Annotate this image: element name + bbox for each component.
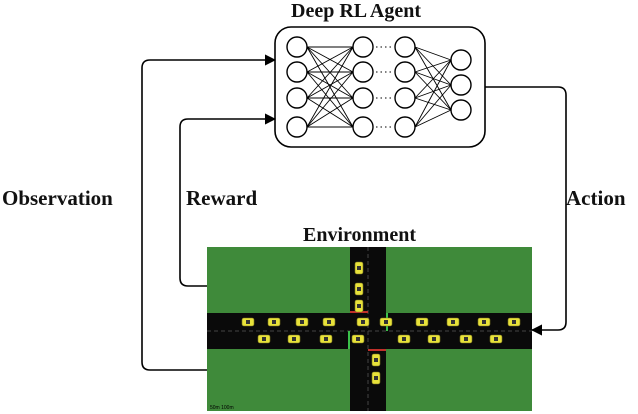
car-window <box>262 337 266 341</box>
car-window <box>357 304 361 308</box>
nn-neuron <box>352 61 374 83</box>
nn-neuron <box>450 74 472 96</box>
nn-neuron <box>352 116 374 138</box>
nn-connection <box>414 46 452 61</box>
car-window <box>246 320 250 324</box>
nn-neuron <box>286 61 308 83</box>
reward-label: Reward <box>186 186 258 210</box>
nn-connection <box>306 97 354 128</box>
neural-network <box>286 36 472 138</box>
environment-scene: 50m 100m <box>207 247 532 411</box>
car-window <box>512 320 516 324</box>
car-window <box>356 337 360 341</box>
car-window <box>420 320 424 324</box>
car-window <box>357 266 361 270</box>
car-window <box>374 376 378 380</box>
car-window <box>327 320 331 324</box>
nn-neuron <box>450 99 472 121</box>
nn-neuron <box>352 36 374 58</box>
nn-neuron <box>394 116 416 138</box>
environment-title: Environment <box>303 224 416 246</box>
action-arrow <box>485 86 567 336</box>
nn-connection <box>306 46 354 128</box>
vehicles <box>241 261 521 385</box>
agent-title: Deep RL Agent <box>291 0 421 22</box>
nn-neuron <box>394 87 416 109</box>
car-window <box>494 337 498 341</box>
car-window <box>451 320 455 324</box>
nn-neuron <box>286 87 308 109</box>
nn-connection <box>306 46 354 73</box>
nn-connection <box>414 84 452 99</box>
car-window <box>482 320 486 324</box>
action-label: Action <box>566 186 626 210</box>
nn-connection <box>414 59 452 73</box>
car-window <box>464 337 468 341</box>
nn-connection <box>306 46 354 99</box>
nn-connection <box>414 59 452 128</box>
nn-connection <box>306 71 354 99</box>
nn-neuron <box>394 36 416 58</box>
car-window <box>324 337 328 341</box>
car-window <box>272 320 276 324</box>
nn-connection <box>306 71 354 128</box>
nn-connection <box>414 59 452 99</box>
reward-arrow <box>179 113 277 287</box>
nn-connection <box>414 97 452 111</box>
nn-connection <box>414 71 452 111</box>
car-window <box>357 287 361 291</box>
nn-neuron <box>286 116 308 138</box>
nn-neuron <box>352 87 374 109</box>
nn-neuron <box>450 49 472 71</box>
car-window <box>292 337 296 341</box>
observation-arrow <box>141 54 277 371</box>
car-window <box>300 320 304 324</box>
car-window <box>402 337 406 341</box>
car-window <box>374 358 378 362</box>
nn-connection <box>414 84 452 128</box>
car-window <box>432 337 436 341</box>
car-window <box>361 320 365 324</box>
car-window <box>384 320 388 324</box>
nn-neuron <box>394 61 416 83</box>
nn-neuron <box>286 36 308 58</box>
scale-text: 50m 100m <box>210 405 234 411</box>
observation-label: Observation <box>2 186 113 210</box>
nn-connection <box>414 109 452 128</box>
